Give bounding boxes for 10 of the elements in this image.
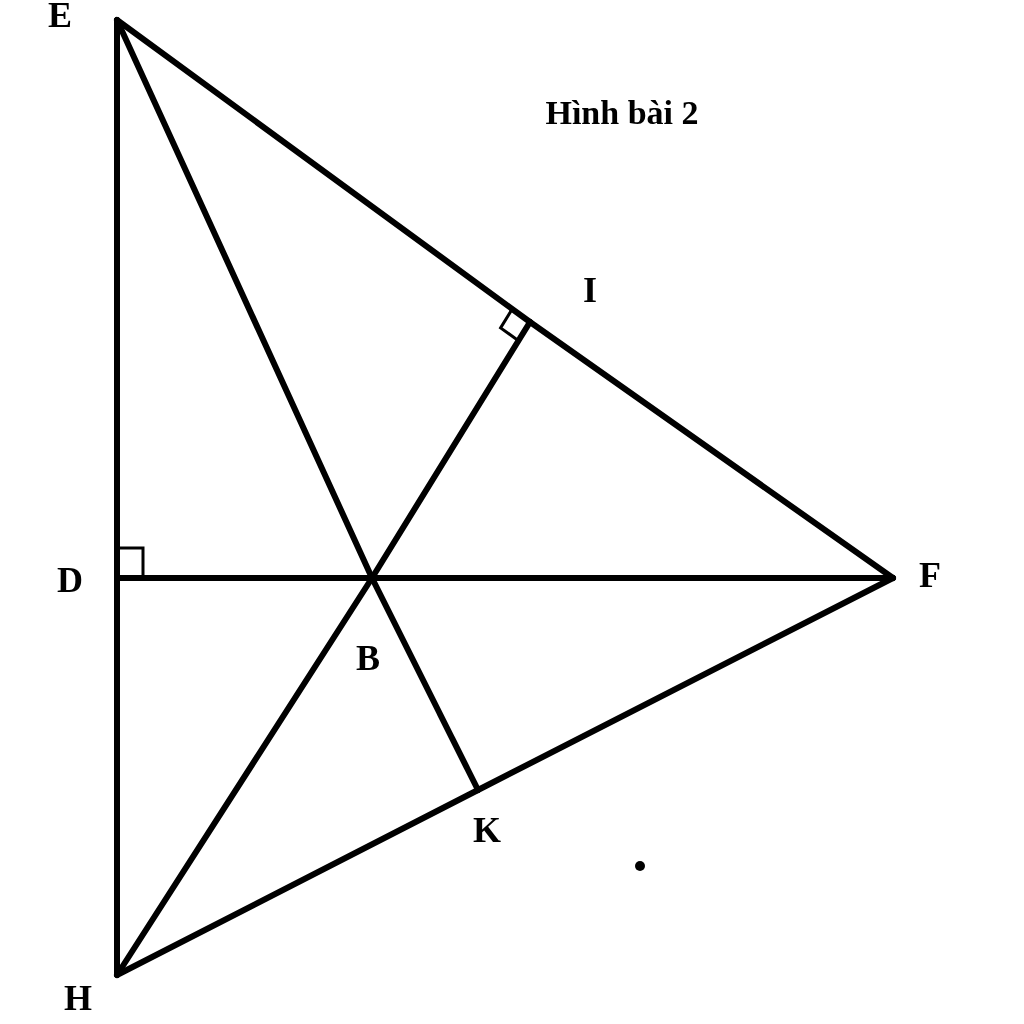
point-label: B	[356, 640, 380, 676]
point-label: I	[583, 272, 597, 308]
point-label: D	[57, 562, 83, 598]
point-label: F	[919, 557, 941, 593]
point-label: H	[64, 980, 92, 1016]
figure-title: Hình bài 2	[545, 94, 699, 132]
point-label: E	[48, 0, 72, 33]
line-segment	[475, 575, 896, 793]
line-segment	[114, 787, 481, 978]
point-label: K	[473, 812, 501, 848]
